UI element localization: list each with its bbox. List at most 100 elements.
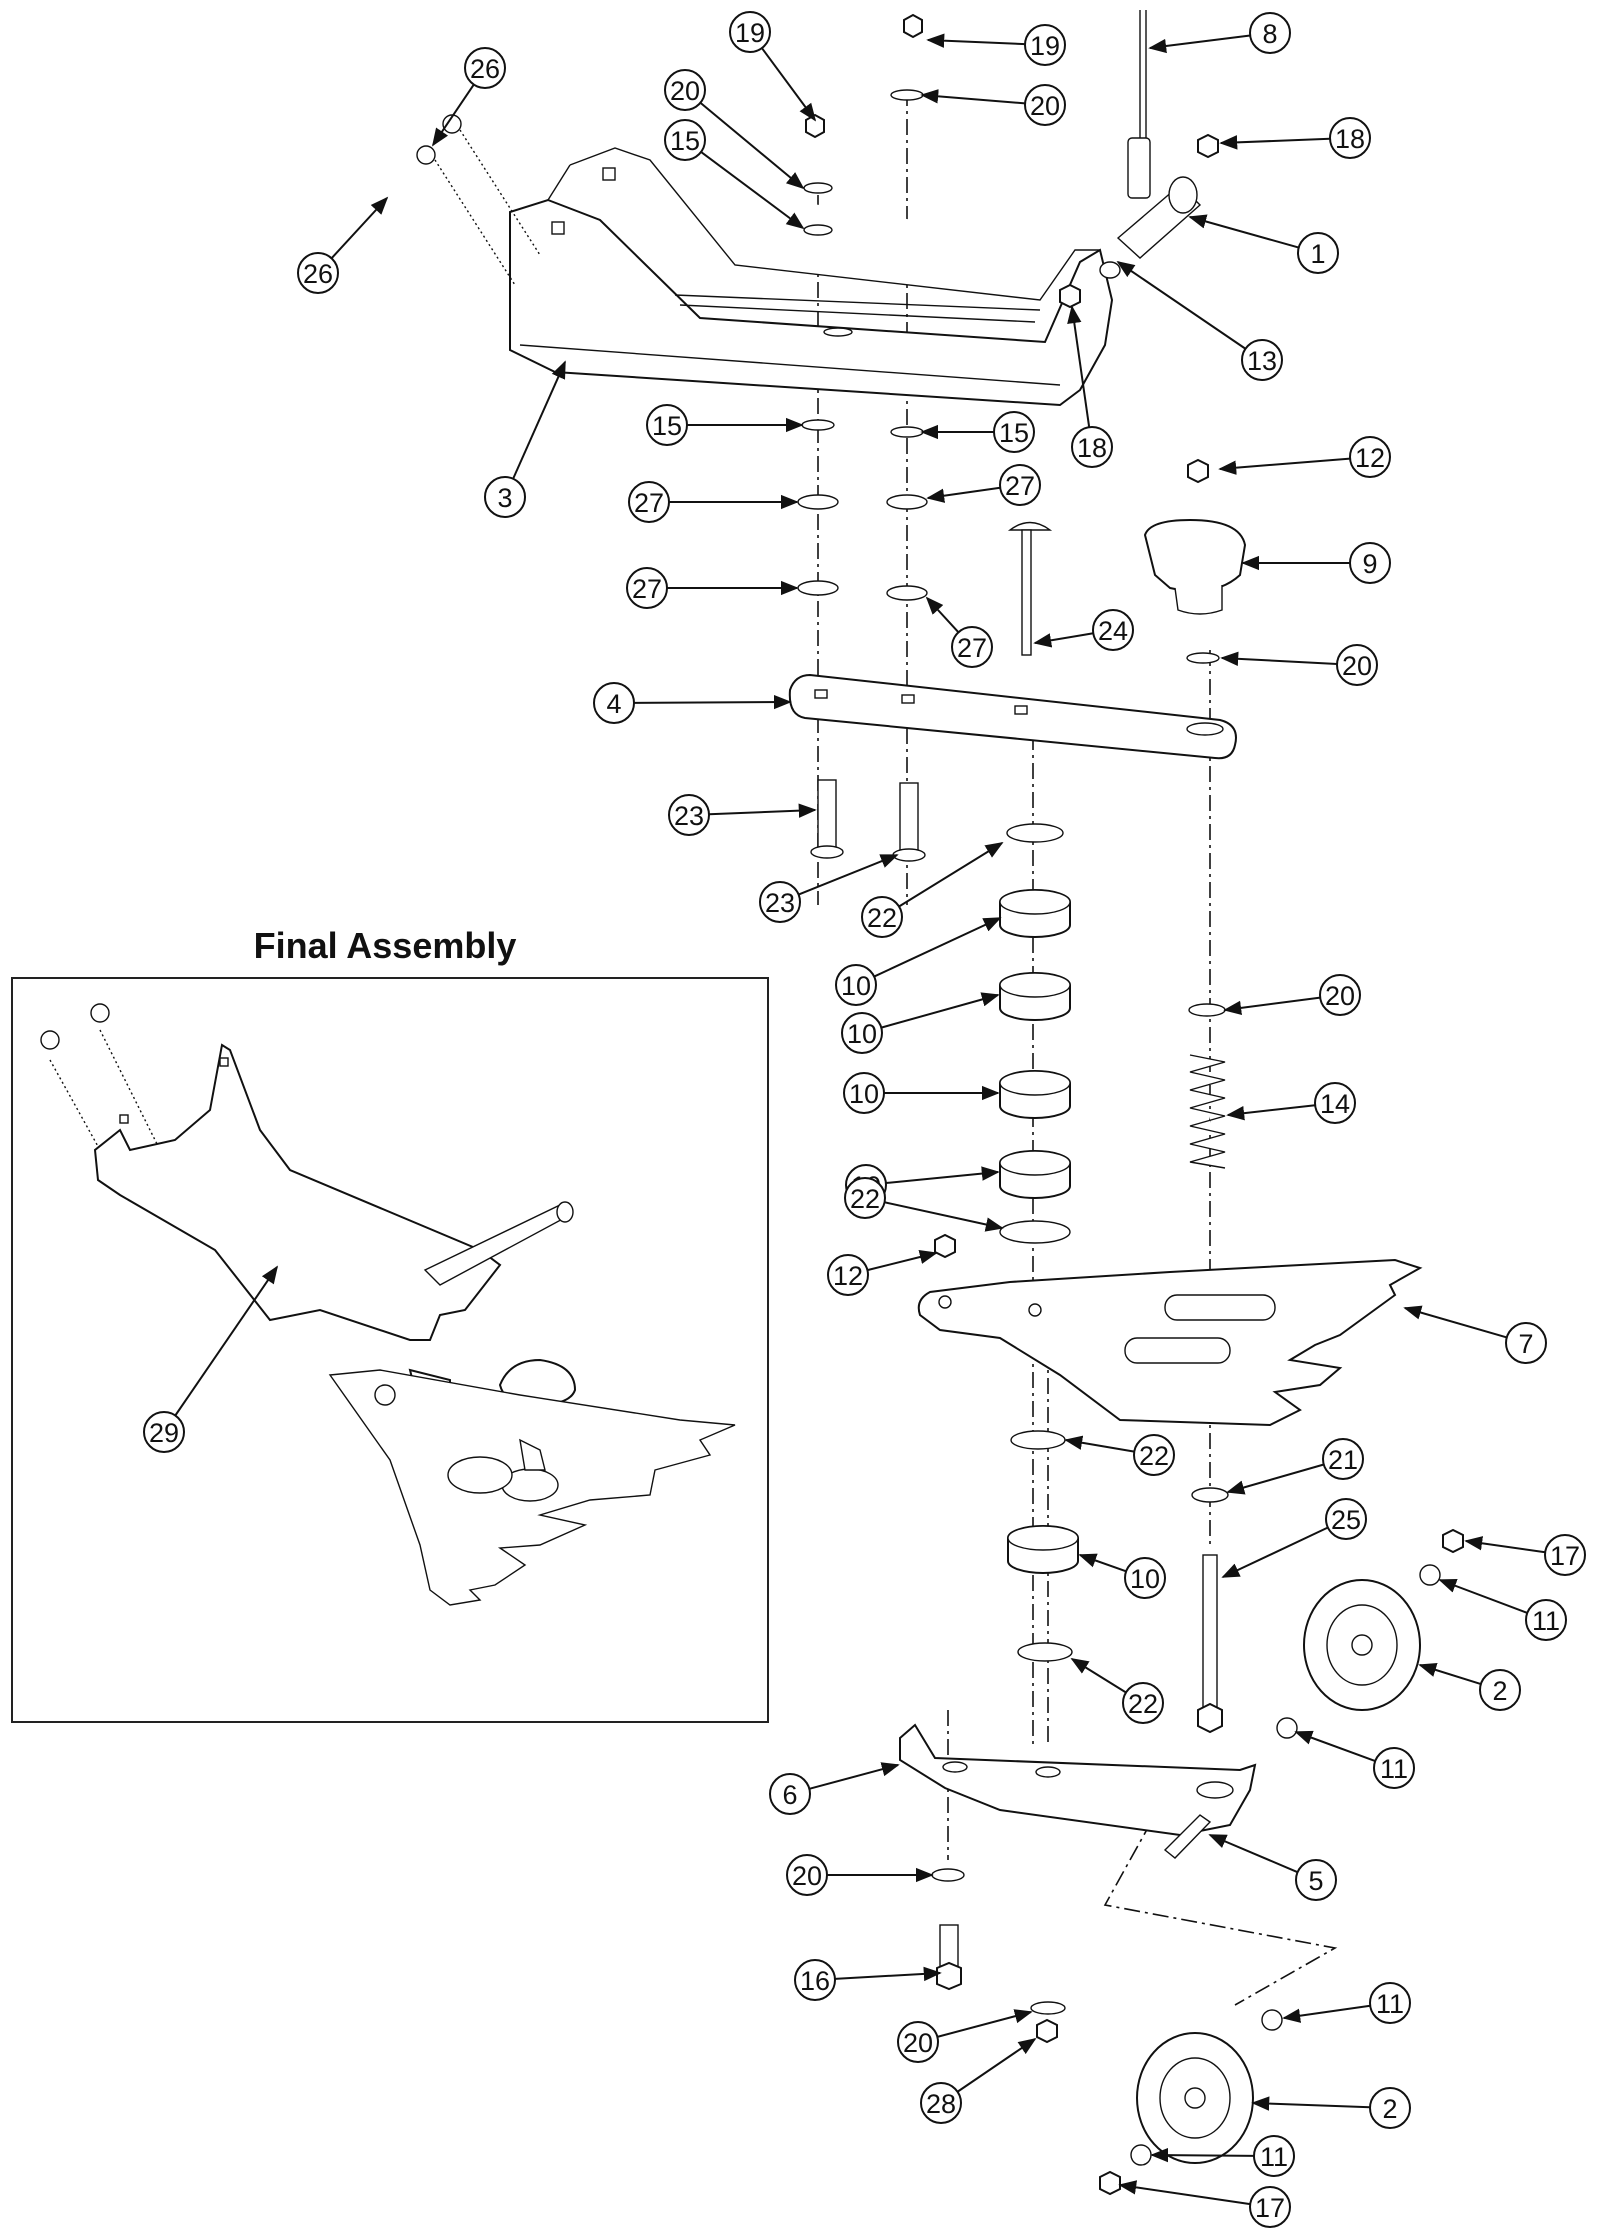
callout-11: 11	[1282, 1982, 1411, 2024]
callout-circle	[1122, 1682, 1164, 1724]
callout-number: 16	[800, 1966, 830, 1996]
callout-11: 11	[1294, 1730, 1415, 1789]
callout-28: 28	[920, 2037, 1037, 2124]
callout-leader-arrow	[1418, 1662, 1482, 1685]
callout-circle	[1024, 84, 1066, 126]
callout-27: 27	[925, 596, 993, 668]
washers-spacers	[788, 419, 1423, 1427]
callout-leader-arrow	[633, 694, 792, 710]
callout-number: 20	[1030, 91, 1060, 121]
callout-26: 26	[431, 47, 506, 147]
callout-27: 27	[628, 481, 799, 523]
callout-5: 5	[1208, 1834, 1337, 1901]
callout-number: 10	[841, 971, 871, 1001]
callout-10: 10	[835, 917, 1002, 1006]
callout-number: 18	[1077, 433, 1107, 463]
callout-leader-arrow	[1188, 214, 1300, 249]
callout-20: 20	[920, 84, 1066, 126]
callout-10: 10	[1078, 1553, 1166, 1599]
callout-number: 8	[1262, 19, 1277, 49]
callout-leader-arrow	[956, 2037, 1037, 2093]
callout-number: 20	[1325, 981, 1355, 1011]
lower-hardware	[899, 1430, 1464, 2196]
callout-7: 7	[1403, 1305, 1547, 1364]
callout-15: 15	[664, 119, 805, 230]
callout-circle	[1124, 1557, 1166, 1599]
callout-circle	[861, 896, 903, 938]
callout-number: 15	[999, 418, 1029, 448]
callout-number: 11	[1380, 1754, 1408, 1784]
callout-number: 15	[670, 126, 700, 156]
callout-circle	[993, 411, 1035, 453]
callout-leader-arrow	[1150, 2147, 1255, 2163]
callout-number: 20	[670, 76, 700, 106]
callout-leader-arrow	[1294, 1730, 1376, 1763]
callout-circle	[1241, 339, 1283, 381]
callout-circle	[841, 1012, 883, 1054]
callout-number: 23	[674, 801, 704, 831]
callout-leader-arrow	[1251, 2096, 1371, 2111]
callout-20: 20	[786, 1854, 934, 1896]
callout-circle	[1024, 24, 1066, 66]
callout-leader-arrow	[920, 89, 1026, 105]
callout-circle	[729, 11, 771, 53]
callout-circle	[1253, 2135, 1295, 2177]
callout-leader-arrow	[700, 151, 805, 230]
callout-circle	[835, 964, 877, 1006]
callout-circle	[1325, 1498, 1367, 1540]
callout-number: 10	[847, 1019, 877, 1049]
callout-leader-arrow	[925, 596, 960, 633]
callout-10: 10	[843, 1072, 1000, 1114]
callout-2: 2	[1418, 1662, 1521, 1711]
callout-leader-arrow	[1208, 1834, 1298, 1874]
callout-leader-arrow	[1033, 632, 1094, 648]
callout-circle	[1505, 1322, 1547, 1364]
callout-leader-arrow	[1223, 996, 1321, 1016]
callout-leader-arrow	[1064, 1435, 1135, 1453]
callout-circle	[1249, 2186, 1291, 2228]
callout-circle	[759, 881, 801, 923]
callout-circle	[664, 119, 706, 161]
callout-leader-arrow	[1221, 1526, 1329, 1578]
callout-number: 20	[1342, 651, 1372, 681]
callout-number: 5	[1308, 1866, 1323, 1896]
callout-circle	[844, 1177, 886, 1219]
callout-leader-arrow	[761, 47, 817, 122]
callout-number: 22	[867, 903, 897, 933]
callout-leader-arrow	[1282, 2004, 1371, 2023]
callout-circle	[484, 476, 526, 518]
callout-number: 24	[1098, 616, 1128, 646]
callout-22: 22	[1064, 1434, 1175, 1476]
final-assembly-frame	[11, 977, 769, 1723]
callout-leader-arrow	[926, 486, 1001, 503]
callout-leader-arrow	[798, 854, 899, 896]
callout-number: 13	[1247, 346, 1277, 376]
callout-number: 11	[1532, 1606, 1560, 1636]
callout-number: 4	[606, 689, 621, 719]
callout-number: 22	[1139, 1441, 1169, 1471]
callout-circle	[1369, 1982, 1411, 2024]
callout-circle	[464, 47, 506, 89]
callout-circle	[1133, 1434, 1175, 1476]
callout-26: 26	[297, 196, 389, 294]
callout-leader-arrow	[937, 2009, 1033, 2038]
callout-circle	[1071, 426, 1113, 468]
callout-22: 22	[861, 842, 1004, 938]
callout-20: 20	[1220, 644, 1378, 686]
callout-number: 2	[1492, 1676, 1507, 1706]
callout-number: 19	[1030, 31, 1060, 61]
callout-leader-arrow	[1148, 34, 1251, 54]
callout-number: 14	[1320, 1089, 1350, 1119]
callout-circle	[1369, 2087, 1411, 2129]
callout-circle	[794, 1959, 836, 2001]
callout-number: 27	[634, 488, 664, 518]
callout-leader-arrow	[1464, 1536, 1546, 1554]
callout-13: 13	[1116, 260, 1283, 381]
callout-16: 16	[794, 1959, 942, 2001]
callout-3: 3	[484, 360, 566, 518]
callout-leader-arrow	[926, 33, 1026, 48]
callout-27: 27	[926, 464, 1041, 506]
callout-leader-arrow	[1218, 457, 1351, 475]
callout-circle	[668, 794, 710, 836]
